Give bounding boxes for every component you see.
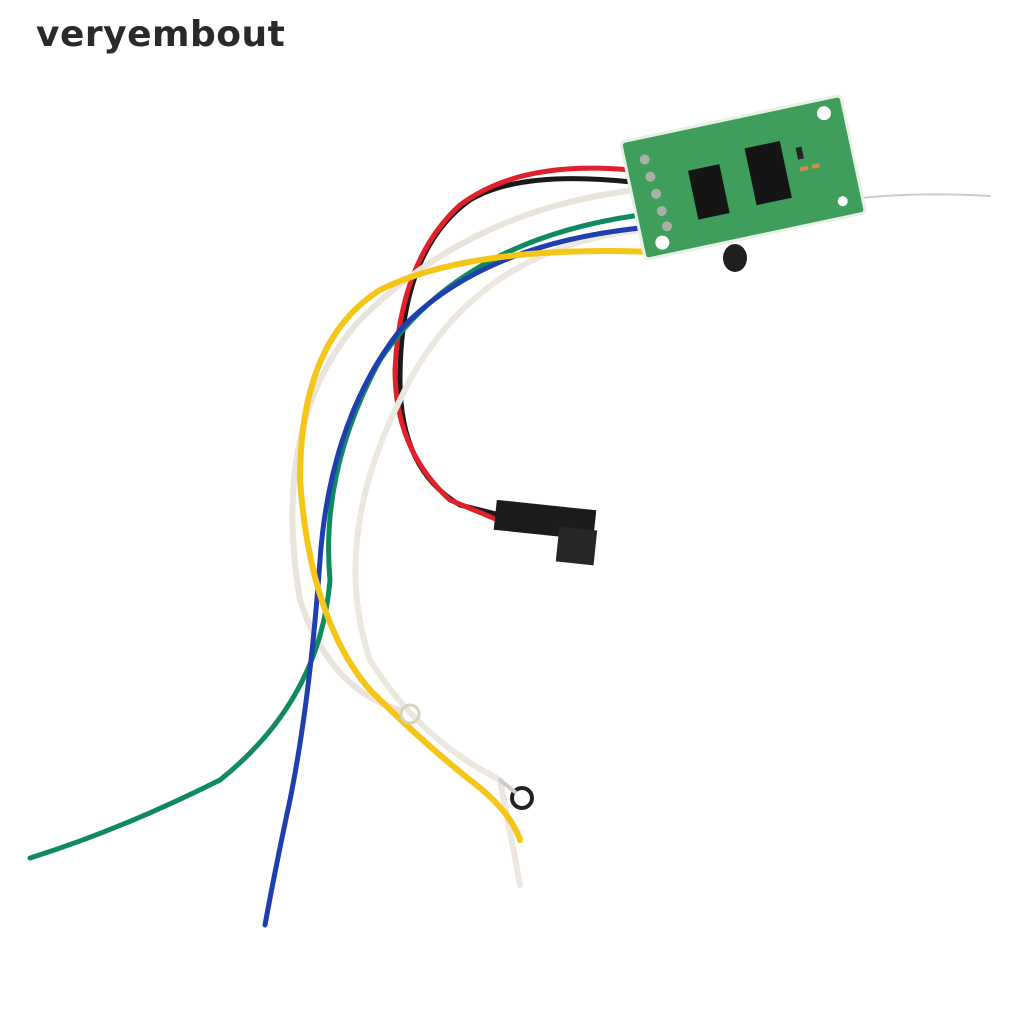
blue-wire — [262, 225, 643, 928]
white-wire-2 — [352, 227, 643, 888]
black-wire — [397, 176, 635, 518]
watermark-text: veryembout — [36, 14, 286, 55]
pcb-board — [619, 94, 867, 261]
ic-chip-1 — [687, 164, 730, 220]
ic-chip-2 — [744, 140, 792, 206]
jst-connector — [493, 499, 598, 566]
ring-terminal-2 — [510, 786, 534, 810]
ring-terminal-1 — [399, 703, 421, 725]
capacitor — [723, 244, 747, 272]
green-wire — [27, 212, 643, 861]
yellow-wire — [296, 248, 658, 843]
white-wire-1 — [289, 187, 638, 713]
antenna-wire — [859, 193, 991, 199]
